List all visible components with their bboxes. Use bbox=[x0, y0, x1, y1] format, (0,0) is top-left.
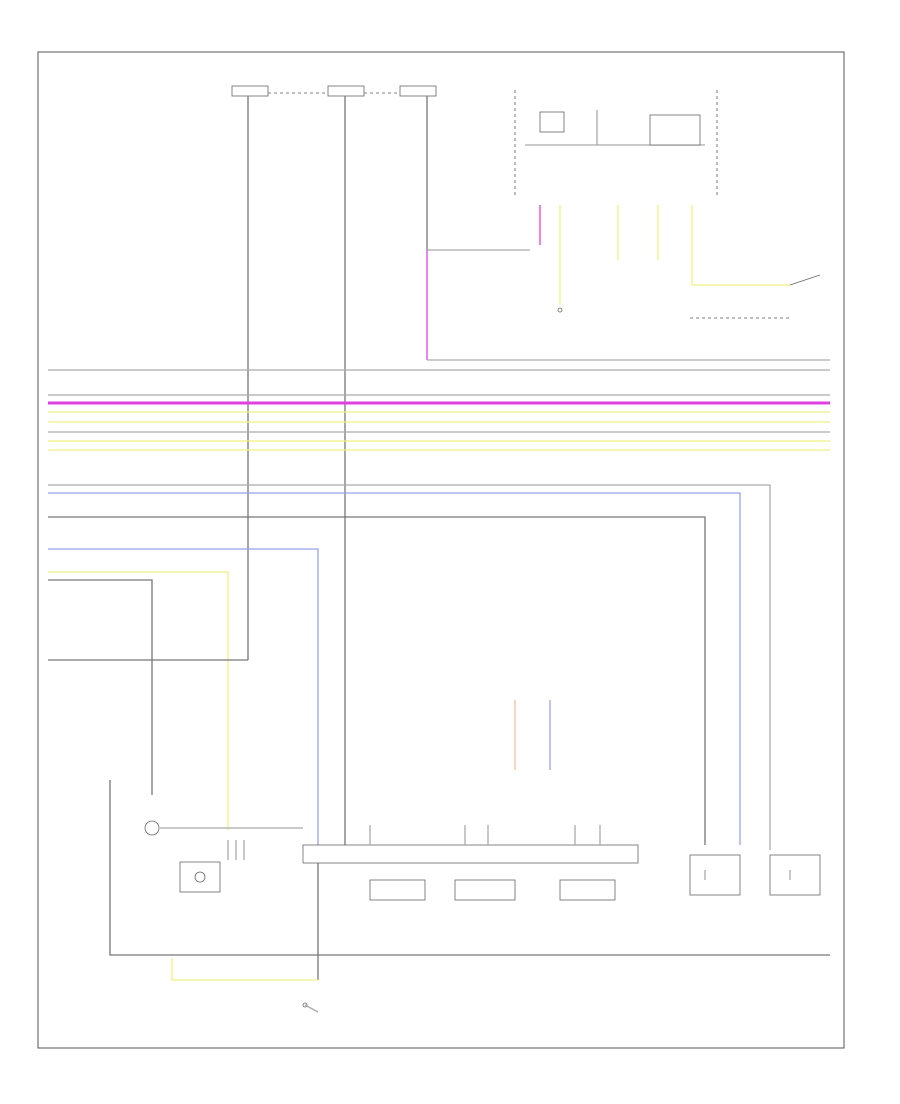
wire-left-yellow bbox=[48, 571, 229, 830]
center-sensor bbox=[514, 700, 551, 770]
lower-sub-modules bbox=[369, 879, 616, 901]
instrument-cluster bbox=[514, 90, 718, 195]
wire-right-gray-1 bbox=[48, 484, 771, 850]
wire-ground-bus bbox=[109, 780, 830, 956]
fuse-box-middle bbox=[327, 85, 365, 845]
wire-right-gray-2 bbox=[48, 516, 706, 845]
wire-left-blue bbox=[48, 548, 319, 845]
bottom-switch bbox=[302, 1002, 319, 1013]
fuse-box-left bbox=[231, 85, 269, 660]
wire-right-blue bbox=[48, 492, 741, 845]
left-motor bbox=[144, 820, 303, 860]
diagram-frame bbox=[37, 51, 845, 1049]
wire-bottom-yellow bbox=[171, 958, 318, 981]
wire-cluster-yellow-4 bbox=[691, 205, 790, 286]
harness-bundle bbox=[48, 369, 830, 451]
switch-contact bbox=[789, 274, 821, 286]
fuse-box-right bbox=[399, 85, 437, 245]
right-lamp-a bbox=[689, 854, 741, 896]
wire-left-gray bbox=[48, 579, 153, 795]
ground-point-1 bbox=[557, 307, 563, 313]
left-headlamp bbox=[179, 861, 221, 893]
main-control-module bbox=[302, 825, 639, 864]
right-lamp-b bbox=[769, 854, 821, 896]
